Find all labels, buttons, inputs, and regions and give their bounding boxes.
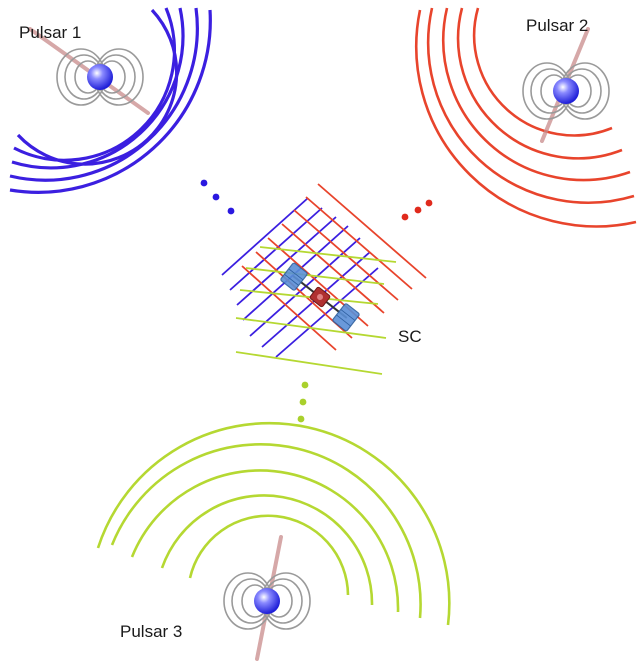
green-wavefront-grid [235,246,397,375]
pulsar1-label: Pulsar 1 [19,23,81,42]
pulsar1-dot-leader [200,179,235,215]
pulsar-star-icon [522,27,610,143]
red-wavefront-grid [241,183,427,351]
pulsar3-wavefronts [96,421,451,626]
pulsar2-wavefronts [415,7,637,228]
spacecraft-label: SC [398,327,422,346]
pulsar2-label: Pulsar 2 [526,16,588,35]
spacecraft-icon [280,262,360,332]
pulsar3-label: Pulsar 3 [120,622,182,641]
pulsar2-dot-leader [401,199,433,221]
pulsar1-wavefronts [9,7,212,194]
pulsar3-dot-leader [297,381,309,423]
pulsar-star-icon [223,535,311,661]
pulsar-star-icon [28,27,150,115]
